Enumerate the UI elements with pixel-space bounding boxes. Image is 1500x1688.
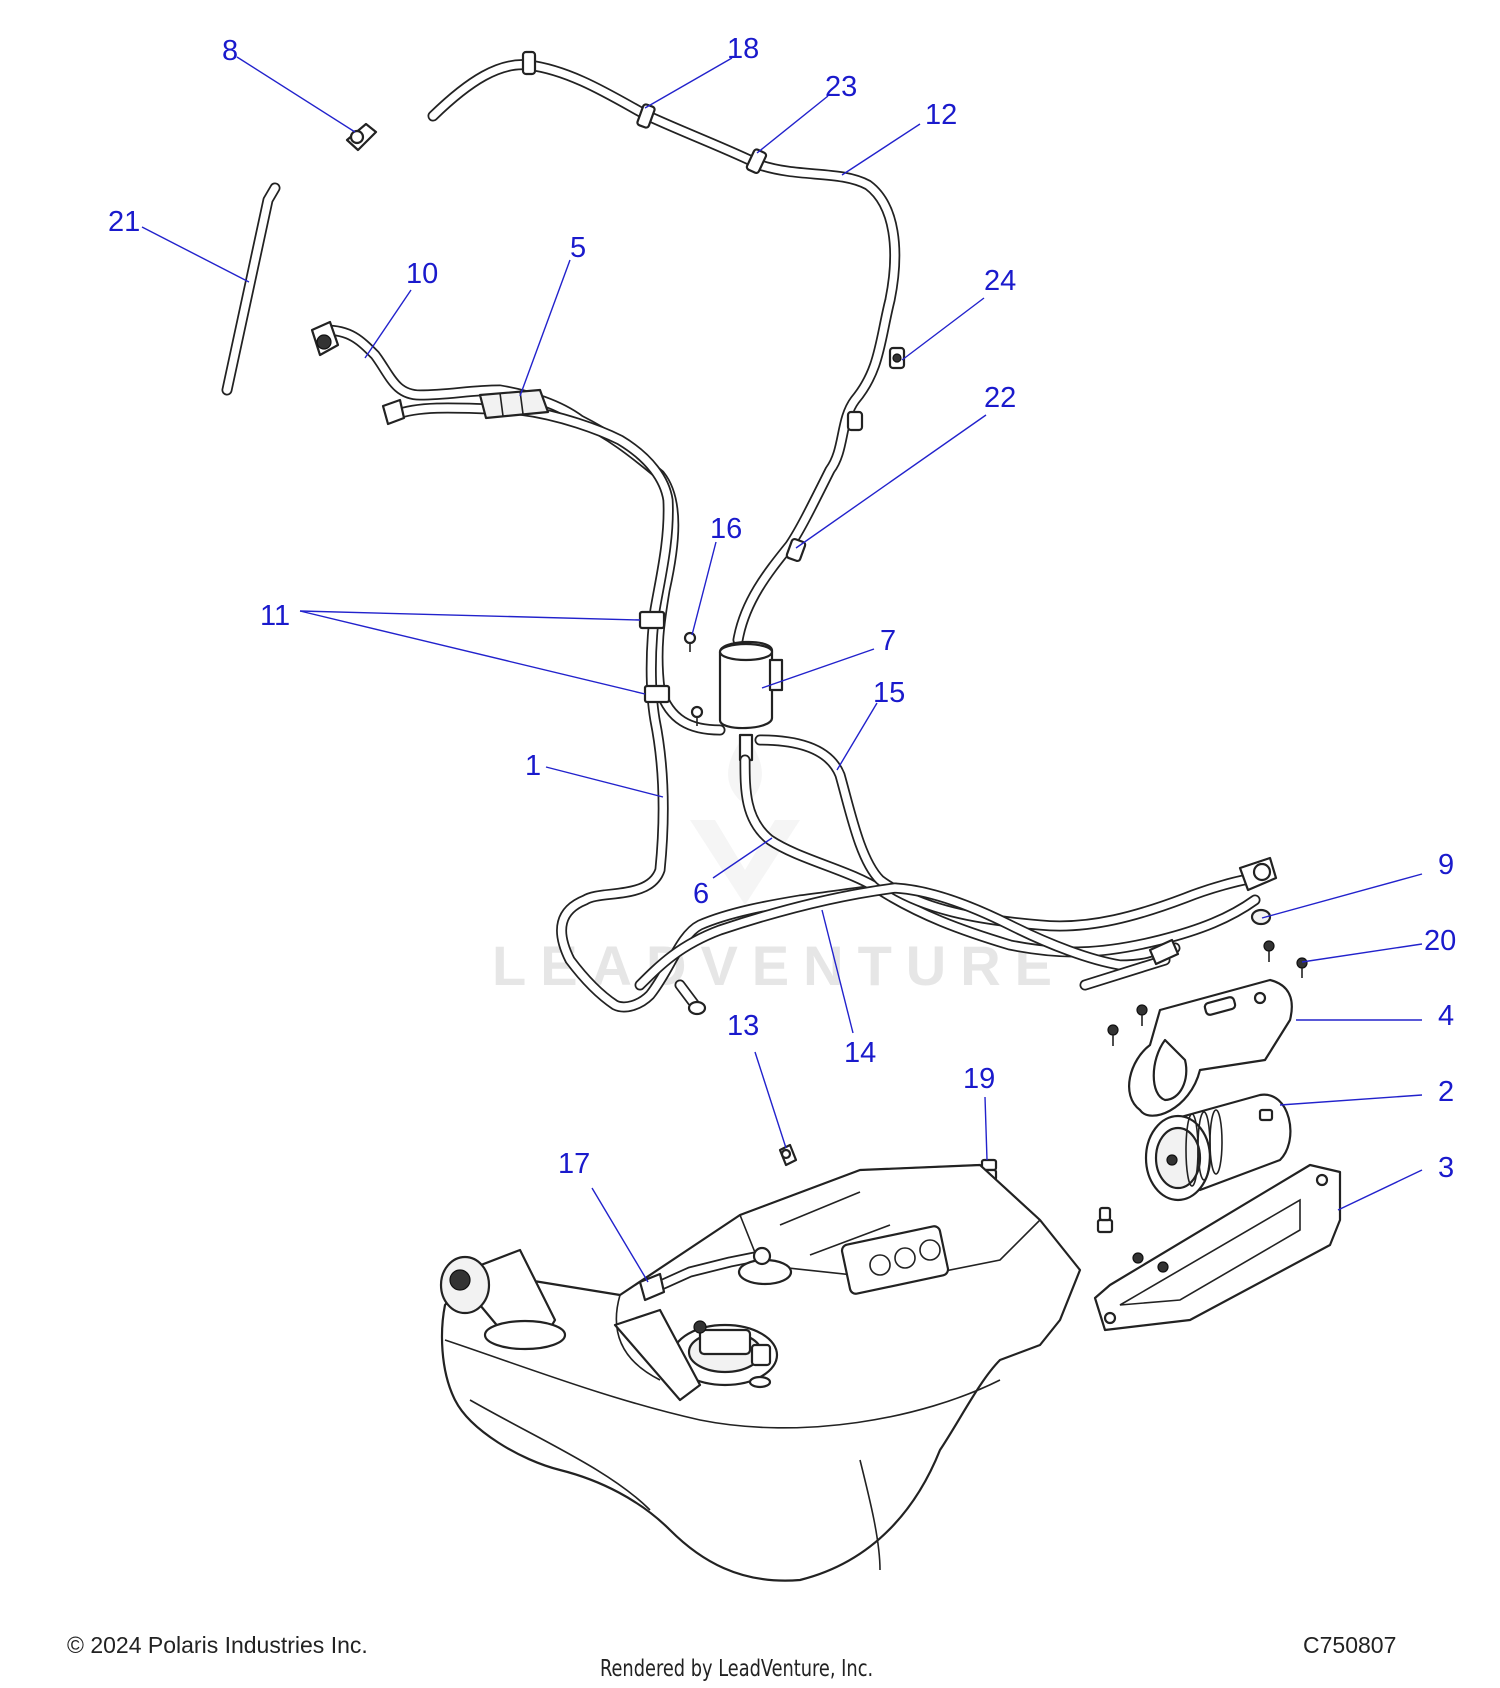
leader-20 (1301, 943, 1423, 963)
leader-1 (545, 766, 664, 798)
callout-6[interactable]: 6 (693, 878, 709, 910)
callout-10[interactable]: 10 (406, 258, 438, 290)
part-16-screw[interactable] (683, 631, 704, 726)
callout-18[interactable]: 18 (727, 33, 759, 65)
leader-9 (1261, 873, 1423, 919)
leader-12 (841, 123, 921, 176)
callout-24[interactable]: 24 (984, 265, 1016, 297)
callout-16[interactable]: 16 (710, 513, 742, 545)
fuel-tank-filler-neck[interactable] (439, 1248, 567, 1351)
part-24-clip[interactable] (846, 346, 906, 432)
callout-23[interactable]: 23 (825, 71, 857, 103)
leader-2 (1279, 1094, 1423, 1106)
part-3-bracket[interactable] (1093, 1163, 1342, 1332)
part-13-clip[interactable] (778, 1143, 798, 1167)
part-4-canister-bracket[interactable] (1128, 978, 1293, 1117)
part-15-fuel-line[interactable] (754, 734, 1261, 932)
leader-6 (712, 837, 773, 879)
leader-7 (761, 648, 875, 689)
leader-18 (644, 57, 733, 109)
leader-14 (821, 909, 854, 1034)
part-line-connector[interactable] (1148, 856, 1278, 966)
callout-9[interactable]: 9 (1438, 849, 1454, 881)
leader-8 (236, 56, 356, 133)
leader-3 (1337, 1169, 1423, 1211)
leader-15 (836, 702, 878, 771)
part-fuel-line-lower-loop[interactable] (381, 398, 901, 1013)
callout-4[interactable]: 4 (1438, 1000, 1454, 1032)
callout-leaders (141, 56, 1423, 1283)
callout-numbers: 8 18 23 12 21 10 5 24 22 16 11 7 15 1 6 … (108, 33, 1456, 1184)
fuel-tank-shield-plate[interactable] (613, 1308, 702, 1402)
callout-17[interactable]: 17 (558, 1148, 590, 1180)
callout-20[interactable]: 20 (1424, 925, 1456, 957)
leader-24 (901, 297, 985, 361)
callout-8[interactable]: 8 (222, 35, 238, 67)
callout-15[interactable]: 15 (873, 677, 905, 709)
part-12-vent-tube[interactable] (427, 59, 901, 646)
leader-16 (691, 541, 717, 636)
part-17-hose[interactable] (638, 1246, 793, 1302)
watermark: LEADVENTURE (492, 735, 1052, 997)
leader-13 (754, 1051, 787, 1149)
part-23-clip[interactable] (745, 148, 768, 175)
callout-5[interactable]: 5 (570, 232, 586, 264)
part-14-fuel-line[interactable] (634, 882, 1181, 991)
rendered-by-text: Rendered by LeadVenture, Inc. (600, 1656, 874, 1682)
part-3-hardware[interactable] (1096, 1206, 1169, 1273)
callout-2[interactable]: 2 (1438, 1076, 1454, 1108)
leader-10 (364, 289, 412, 359)
part-2-carbon-canister[interactable] (1144, 1093, 1292, 1202)
callout-7[interactable]: 7 (880, 625, 896, 657)
leader-19 (984, 1096, 988, 1161)
fuel-tank-pump-module[interactable] (671, 1320, 779, 1389)
callout-3[interactable]: 3 (1438, 1152, 1454, 1184)
leader-22 (795, 414, 987, 549)
callout-11[interactable]: 11 (260, 600, 290, 632)
callout-22[interactable]: 22 (984, 382, 1016, 414)
part-9-plug[interactable] (1250, 908, 1272, 926)
callout-1[interactable]: 1 (525, 750, 541, 782)
part-10-fuel-line[interactable] (310, 320, 726, 736)
leader-11a (299, 610, 641, 621)
callout-14[interactable]: 14 (844, 1037, 876, 1069)
leader-5 (519, 259, 571, 397)
leader-17 (591, 1187, 649, 1283)
copyright-text: © 2024 Polaris Industries Inc. (67, 1632, 368, 1658)
part-1-fuel-line-end[interactable] (674, 979, 707, 1016)
part-20-bolt[interactable] (1107, 940, 1308, 1046)
diagram-id: C750807 (1303, 1632, 1397, 1658)
callout-13[interactable]: 13 (727, 1010, 759, 1042)
leader-23 (756, 95, 829, 154)
callout-12[interactable]: 12 (925, 99, 957, 131)
part-5-fuel-filter[interactable] (478, 388, 550, 420)
part-21-vent-hose[interactable] (221, 182, 281, 396)
leader-11b (299, 610, 646, 695)
callout-19[interactable]: 19 (963, 1063, 995, 1095)
callout-21[interactable]: 21 (108, 206, 140, 238)
leader-21 (141, 226, 250, 283)
part-7-canister[interactable] (718, 640, 784, 762)
part-8-fitting[interactable] (345, 122, 378, 152)
